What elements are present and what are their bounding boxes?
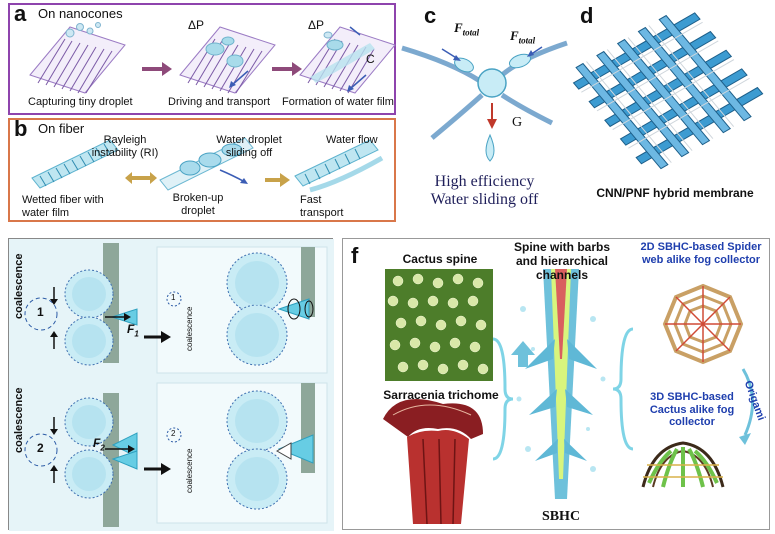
nanocone-illustration bbox=[29, 22, 396, 94]
delta-p-label-1: ΔP bbox=[188, 18, 205, 32]
panel-b: b On fiber bbox=[8, 116, 396, 222]
panel-a-letter: a bbox=[14, 1, 27, 26]
wetted-fiber bbox=[31, 139, 119, 189]
broken-droplet-label: Broken-up droplet bbox=[172, 192, 224, 217]
sliding-label: Water droplet sliding off bbox=[216, 134, 282, 159]
hybrid-membrane-grid bbox=[572, 12, 764, 170]
case-number-1: 1 bbox=[37, 305, 44, 319]
step-formation: Formation of water film bbox=[282, 96, 394, 108]
case-number-1-small: 1 bbox=[171, 293, 176, 302]
cactus-3d-label: 3D SBHC-based Cactus alike fog collector bbox=[649, 391, 735, 429]
bioinspired-illustration bbox=[383, 269, 755, 525]
broken-fiber bbox=[159, 137, 254, 191]
cactus-spine-label: Cactus spine bbox=[402, 252, 478, 266]
panel-a-title: On nanocones bbox=[38, 6, 123, 21]
delta-p-label-2: ΔP bbox=[308, 18, 325, 32]
step-driving: Driving and transport bbox=[168, 96, 271, 108]
fiber-illustration bbox=[31, 137, 384, 193]
f-total-label-right: Ftotal bbox=[510, 28, 536, 46]
step-capturing: Capturing tiny droplet bbox=[28, 96, 133, 108]
case-number-2-small: 2 bbox=[171, 429, 176, 438]
water-flow-label: Water flow bbox=[326, 134, 378, 146]
panel-f-letter: f bbox=[351, 243, 359, 268]
gravity-label: G bbox=[512, 115, 523, 130]
force-f1-label: F1 bbox=[127, 322, 139, 339]
sarracenia-label: Sarracenia trichome bbox=[383, 388, 499, 402]
panel-b-title: On fiber bbox=[38, 121, 85, 136]
fast-transport-fiber bbox=[294, 139, 384, 193]
coalescence-label-2: coalescence bbox=[13, 387, 25, 453]
coalescence-label-4: coalescence bbox=[185, 448, 194, 493]
spine-label: Spine with barbs and hierarchical channe… bbox=[513, 240, 610, 282]
sbhc-spine bbox=[516, 269, 606, 499]
coalescence-illustration bbox=[9, 239, 334, 531]
rayleigh-label: Rayleigh instability (RI) bbox=[91, 134, 159, 159]
membrane-caption: CNN/PNF hybrid membrane bbox=[596, 186, 754, 200]
sarracenia-photo bbox=[383, 399, 483, 525]
c-label: C bbox=[366, 52, 375, 66]
sbhc-label: SBHC bbox=[541, 509, 581, 524]
caption-water-sliding: Water sliding off bbox=[430, 191, 539, 208]
panel-e: e bbox=[8, 238, 334, 531]
force-f2-label: F2 bbox=[93, 436, 105, 453]
nanocone-array-1 bbox=[29, 22, 126, 94]
panel-f: f Cactus spine bbox=[342, 238, 770, 530]
panel-a: a On nanocones bbox=[8, 1, 396, 115]
nanocone-array-2 bbox=[179, 26, 276, 94]
cactus-3d-collector bbox=[641, 441, 725, 488]
droplet-force-illustration bbox=[401, 40, 568, 162]
panel-d: d CNN/PNF hybrid membrane bbox=[572, 3, 772, 218]
fast-transport-label: Fast transport bbox=[300, 194, 344, 219]
panel-c-letter: c bbox=[424, 3, 437, 28]
nanocone-array-3 bbox=[299, 26, 396, 94]
spider-2d-label: 2D SBHC-based Spider web alike fog colle… bbox=[640, 241, 762, 266]
panel-b-letter: b bbox=[14, 116, 28, 141]
spider-web-collector bbox=[662, 283, 744, 365]
coalescence-label-1: coalescence bbox=[13, 253, 25, 319]
case-number-2: 2 bbox=[37, 441, 44, 455]
panel-d-letter: d bbox=[580, 3, 594, 28]
coalescence-label-3: coalescence bbox=[185, 306, 194, 351]
f-total-label-left: Ftotal bbox=[454, 20, 480, 38]
wetted-fiber-label: Wetted fiber with water film bbox=[22, 194, 104, 219]
caption-high-efficiency: High efficiency bbox=[434, 173, 535, 190]
panel-c: c Ftotal Ftotal G High efficiency Water … bbox=[401, 3, 568, 218]
